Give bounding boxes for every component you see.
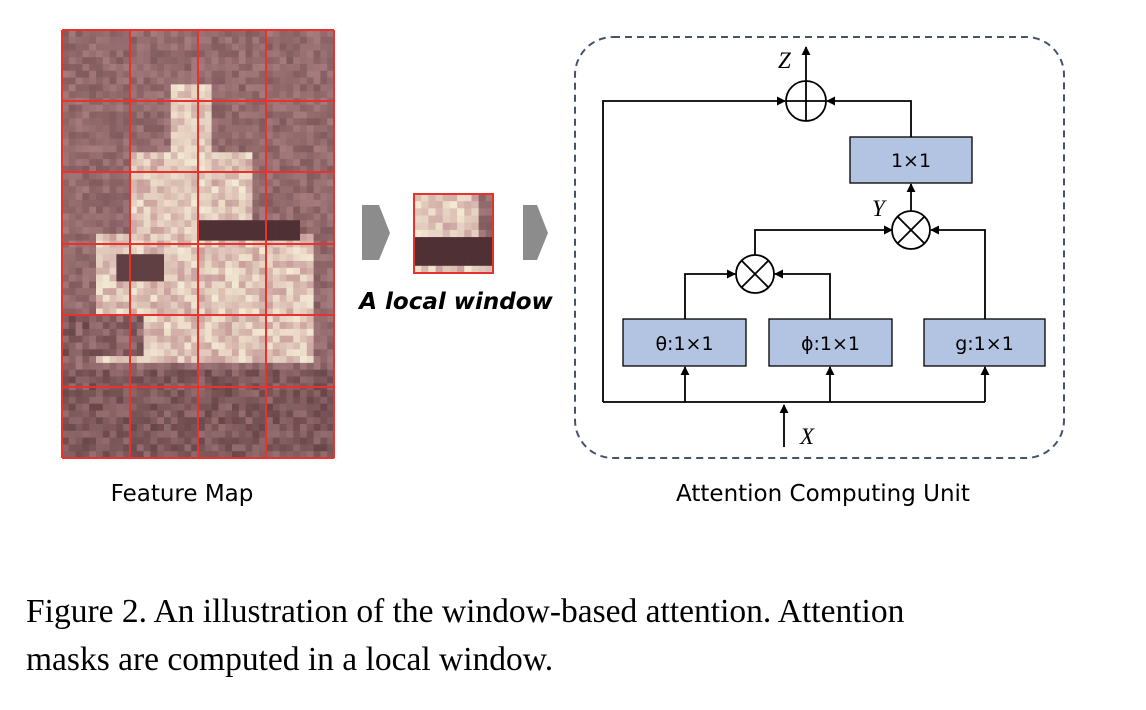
y-label: Y: [872, 196, 887, 221]
attention-unit-border: [574, 36, 1065, 459]
phi-conv-label: ϕ:1×1: [801, 333, 860, 355]
g-conv-label: g:1×1: [955, 333, 1014, 355]
input-x-label: X: [799, 424, 815, 449]
conv-output-arrow: [826, 96, 912, 137]
output-conv-label: 1×1: [891, 150, 931, 172]
caption-line-2: masks are computed in a local window.: [26, 640, 554, 678]
add-icon: [785, 80, 827, 122]
output-z-label: Z: [778, 48, 791, 73]
attention-unit-label: Attention Computing Unit: [676, 481, 970, 507]
attention-map-arrow: [754, 225, 893, 255]
g-output-arrow: [930, 225, 986, 319]
output-conv-box: [849, 136, 973, 184]
local-window-image: [414, 194, 494, 274]
residual-connection: [602, 96, 786, 402]
g-conv-box: [923, 318, 1046, 367]
local-window-label: A local window: [357, 289, 553, 315]
multiply-icon: [735, 254, 775, 294]
feature-map-label: Feature Map: [111, 481, 254, 507]
gray-arrow-icon: [362, 205, 390, 260]
theta-output-arrow: [684, 269, 736, 319]
phi-output-arrow: [774, 269, 831, 319]
gray-arrow-icon: [523, 205, 548, 260]
feature-map-window-grid: [61, 29, 335, 459]
caption-line-1: Figure 2. An illustration of the window-…: [26, 593, 905, 630]
phi-conv-box: [768, 318, 893, 367]
multiply-icon: [891, 210, 931, 250]
theta-conv-label: θ:1×1: [655, 333, 713, 355]
figure-caption: Figure 2. An illustration of the window-…: [26, 588, 1126, 683]
theta-conv-box: [622, 318, 747, 367]
local-window-border: [413, 193, 494, 274]
